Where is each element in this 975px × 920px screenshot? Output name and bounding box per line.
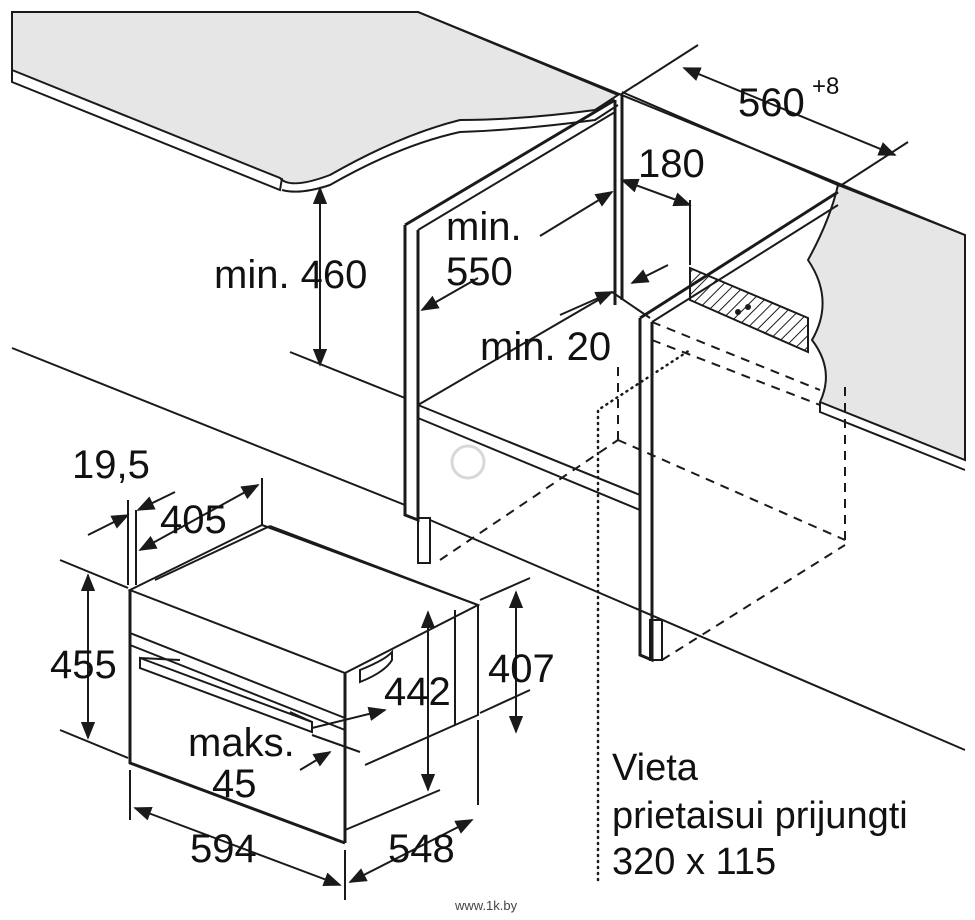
label-front-gap: 19,5 xyxy=(72,443,150,487)
note-line-2: prietaisui prijungti xyxy=(612,795,908,837)
watermark-logo xyxy=(450,444,486,480)
watermark-url: www.1k.by xyxy=(454,898,518,913)
dim-inner-height: 442 xyxy=(344,610,451,831)
dim-min-height: min. 460 xyxy=(214,186,406,399)
dim-socket-offset: 180 xyxy=(620,142,705,265)
dim-min-depth: min. 550 xyxy=(420,191,614,311)
label-socket-offset: 180 xyxy=(638,142,705,186)
connection-socket xyxy=(689,266,809,354)
label-niche-tolerance: +8 xyxy=(812,73,839,100)
note-line-3: 320 x 115 xyxy=(612,841,776,883)
note-line-1: Vieta xyxy=(612,747,699,789)
dim-handle-depth: maks. 45 xyxy=(188,706,387,806)
dim-appliance-depth: 548 xyxy=(348,720,479,883)
right-countertop xyxy=(806,183,966,471)
watermark: www.1k.by xyxy=(450,444,518,913)
label-appliance-depth: 548 xyxy=(388,827,455,871)
label-inner-depth: 405 xyxy=(160,498,227,542)
label-niche-width: 560 xyxy=(738,81,805,125)
label-min-gap: min. 20 xyxy=(480,325,611,369)
reference-lines-top xyxy=(417,11,966,236)
label-handle-depth-2: 45 xyxy=(212,762,257,806)
dim-appliance-width: 594 xyxy=(129,770,346,900)
label-min-depth-2: 550 xyxy=(446,250,513,294)
cabinet-frame xyxy=(403,95,839,663)
floor-lines xyxy=(11,347,966,751)
label-inner-height: 442 xyxy=(384,670,451,714)
upper-countertop xyxy=(11,11,621,193)
dim-body-height: 407 xyxy=(479,577,555,734)
dim-min-gap: min. 20 xyxy=(480,264,669,369)
dim-niche-width: 560 +8 xyxy=(619,44,909,187)
label-appliance-width: 594 xyxy=(190,827,257,871)
label-min-height: min. 460 xyxy=(214,253,367,297)
label-body-height: 407 xyxy=(488,647,555,691)
niche-outline xyxy=(439,321,846,661)
label-handle-depth-1: maks. xyxy=(188,721,295,765)
dim-appliance-top: 19,5 405 xyxy=(72,443,263,585)
connection-pointer xyxy=(596,348,692,882)
connection-note: Vieta prietaisui prijungti 320 x 115 xyxy=(612,747,908,883)
dim-appliance-height: 455 xyxy=(50,559,129,759)
label-min-depth-1: min. xyxy=(446,205,522,249)
label-appliance-height: 455 xyxy=(50,643,117,687)
